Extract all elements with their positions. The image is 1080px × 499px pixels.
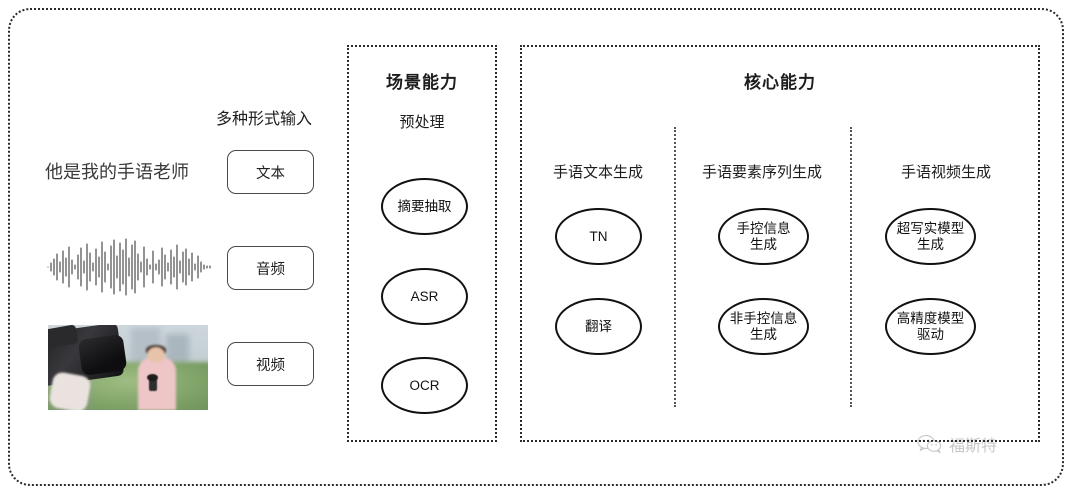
- core-node-manual-info[interactable]: 手控信息 生成: [718, 208, 809, 265]
- modality-button-audio[interactable]: 音频: [227, 246, 314, 290]
- core-column-header-video-generation: 手语视频生成: [900, 164, 991, 181]
- core-column-header-element-sequence: 手语要素序列生成: [701, 164, 822, 181]
- core-node-photoreal-model[interactable]: 超写实模型 生成: [885, 208, 976, 265]
- multi-input-heading: 多种形式输入: [216, 111, 313, 128]
- core-node-non-manual-info[interactable]: 非手控信息 生成: [718, 298, 809, 355]
- core-capability-title: 核心能力: [744, 73, 816, 92]
- scene-node-asr[interactable]: ASR: [381, 268, 468, 325]
- audio-waveform-icon: [47, 238, 211, 296]
- wechat-icon: [917, 435, 942, 454]
- sample-sentence-text: 他是我的手语老师: [45, 162, 189, 182]
- modality-button-video[interactable]: 视频: [227, 342, 314, 386]
- core-node-translation[interactable]: 翻译: [555, 298, 642, 355]
- core-column-divider-2: [850, 127, 852, 407]
- outer-frame: [8, 8, 1064, 486]
- core-capability-box: 核心能力 手语文本生成 TN 翻译 手语要素序列生成 手控信息 生成 非手控信息…: [520, 45, 1040, 442]
- core-node-tn[interactable]: TN: [555, 208, 642, 265]
- modality-button-text[interactable]: 文本: [227, 150, 314, 194]
- core-column-divider-1: [674, 127, 676, 407]
- watermark-text: 福斯特: [949, 438, 998, 455]
- core-column-header-text-generation: 手语文本生成: [552, 164, 643, 181]
- scene-capability-title: 场景能力: [386, 73, 458, 92]
- video-thumbnail: [48, 325, 208, 410]
- watermark: 福斯特: [917, 432, 997, 456]
- scene-node-summary[interactable]: 摘要抽取: [381, 178, 468, 235]
- core-node-high-precision-model[interactable]: 高精度模型 驱动: [885, 298, 976, 355]
- scene-node-ocr[interactable]: OCR: [381, 357, 468, 414]
- scene-capability-box: 场景能力 预处理 摘要抽取 ASR OCR: [347, 45, 497, 442]
- scene-sub-header: 预处理: [399, 114, 445, 131]
